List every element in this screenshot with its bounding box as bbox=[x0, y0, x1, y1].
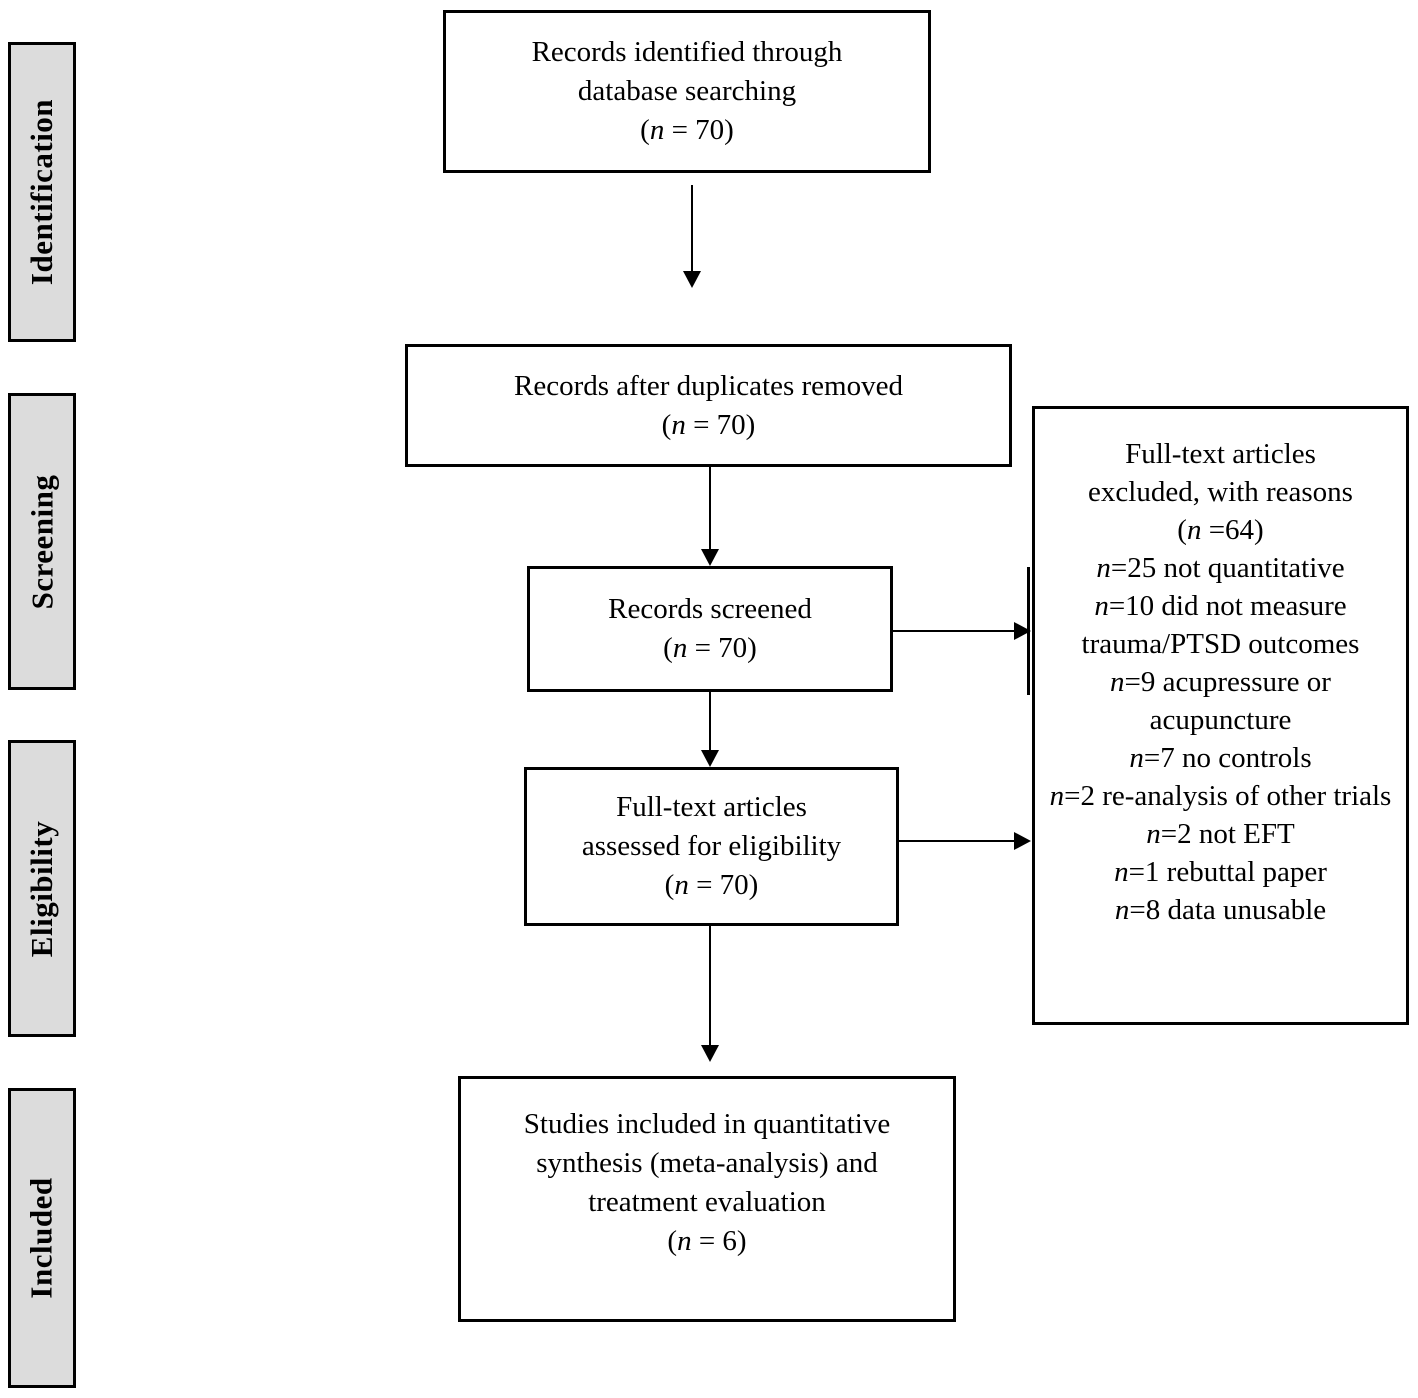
box-text: treatment evaluation bbox=[588, 1186, 826, 1218]
box-count: (n =64) bbox=[1177, 514, 1264, 546]
box-count: (n = 70) bbox=[664, 869, 759, 901]
box-fulltext-assessed: Full-text articles assessed for eligibil… bbox=[524, 767, 899, 926]
exclusion-reason: n=2 not EFT bbox=[1146, 818, 1295, 850]
arrow-shaft bbox=[893, 630, 1015, 632]
box-studies-included: Studies included in quantitative synthes… bbox=[458, 1076, 956, 1322]
box-text: Records screened bbox=[608, 593, 812, 625]
box-count: (n = 70) bbox=[663, 632, 757, 664]
arrow-shaft bbox=[899, 840, 1015, 842]
arrowhead-right-icon bbox=[1014, 622, 1031, 640]
box-text: Full-text articles bbox=[616, 791, 807, 823]
stage-label: Included bbox=[24, 1177, 60, 1299]
exclusion-reason: n=7 no controls bbox=[1129, 742, 1312, 774]
arrow-shaft bbox=[709, 467, 711, 550]
arrow-shaft bbox=[709, 926, 711, 1046]
box-count: (n = 6) bbox=[667, 1225, 747, 1257]
exclusion-reason: n=9 acupressure or acupuncture bbox=[1110, 666, 1331, 736]
arrowhead-down-icon bbox=[683, 271, 701, 288]
stage-label: Eligibility bbox=[24, 820, 60, 957]
arrow-shaft bbox=[709, 692, 711, 751]
arrowhead-right-icon bbox=[1014, 832, 1031, 850]
arrowhead-down-icon bbox=[701, 1045, 719, 1062]
box-text: Records after duplicates removed bbox=[514, 369, 903, 402]
exclusion-reason: n=2 re-analysis of other trials bbox=[1049, 780, 1392, 812]
stage-eligibility: Eligibility bbox=[8, 740, 76, 1037]
box-count: (n = 70) bbox=[640, 114, 734, 146]
box-records-after-duplicates: Records after duplicates removed (n = 70… bbox=[405, 344, 1012, 467]
box-text: synthesis (meta-analysis) and bbox=[536, 1147, 878, 1179]
stage-label: Screening bbox=[24, 474, 59, 609]
arrow-shaft bbox=[691, 185, 693, 272]
box-fulltext-excluded: Full-text articles excluded, with reason… bbox=[1032, 406, 1409, 1025]
box-records-identified: Records identified through database sear… bbox=[443, 10, 931, 173]
stage-included: Included bbox=[8, 1088, 76, 1388]
exclusion-reason: n=25 not quantitative bbox=[1096, 552, 1345, 584]
box-text: excluded, with reasons bbox=[1088, 476, 1353, 508]
arrowhead-down-icon bbox=[701, 750, 719, 767]
box-text: Full-text articles bbox=[1125, 438, 1316, 470]
box-text: database searching bbox=[577, 75, 797, 107]
exclusion-box-edge-stub bbox=[1027, 567, 1030, 695]
exclusion-reason: n=10 did not measure trauma/PTSD outcome… bbox=[1081, 590, 1360, 660]
box-text: Studies included in quantitative bbox=[523, 1108, 891, 1140]
stage-label: Identification bbox=[24, 98, 59, 286]
box-text: Records identified through bbox=[531, 36, 843, 68]
arrowhead-down-icon bbox=[701, 549, 719, 566]
box-text: assessed for eligibility bbox=[581, 830, 842, 862]
exclusion-reason: n=1 rebuttal paper bbox=[1114, 856, 1327, 888]
stage-screening: Screening bbox=[8, 393, 76, 690]
exclusion-reason: n=8 data unusable bbox=[1114, 894, 1327, 926]
box-records-screened: Records screened (n = 70) bbox=[527, 566, 893, 692]
box-count: (n = 70) bbox=[661, 408, 756, 441]
stage-identification: Identification bbox=[8, 42, 76, 342]
